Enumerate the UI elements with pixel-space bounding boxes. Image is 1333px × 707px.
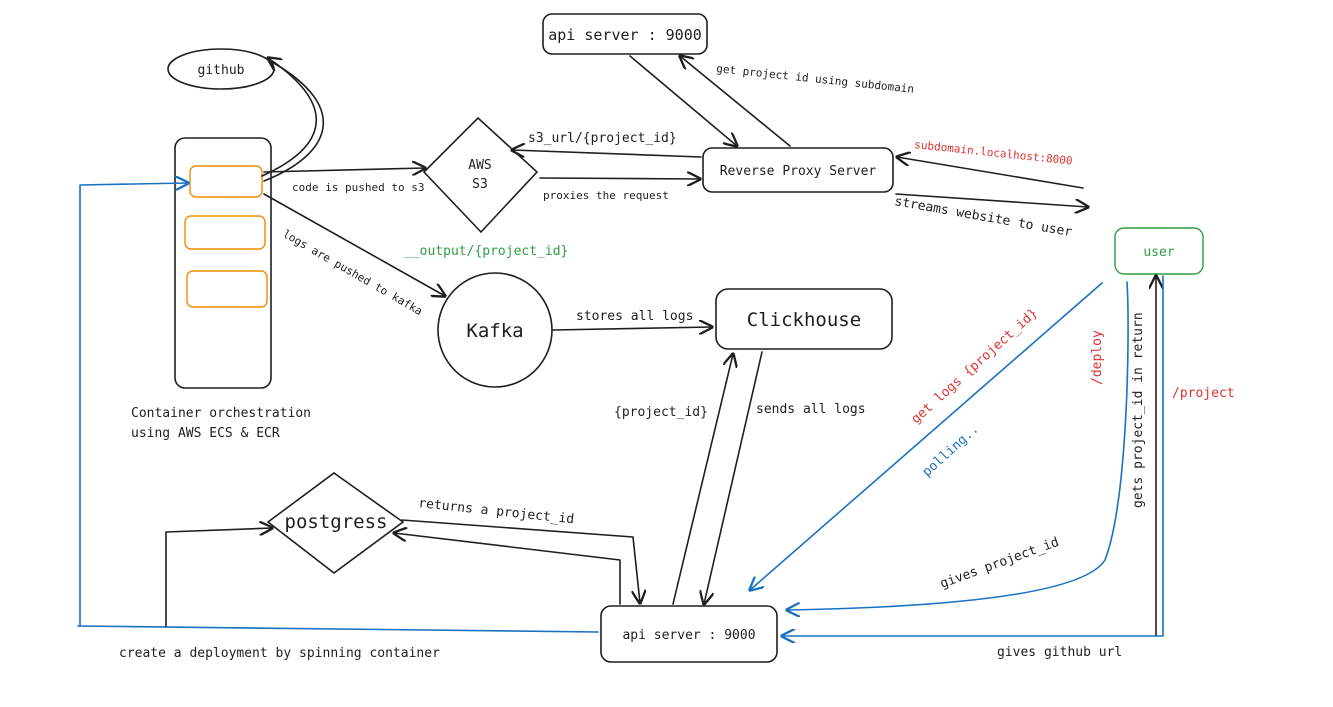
container-caption-line1: Container orchestration	[131, 406, 311, 421]
edge-deployment-up-to-container	[79, 183, 188, 627]
edge-postgress-to-api	[401, 519, 640, 603]
reverse-proxy-label: Reverse Proxy Server	[720, 164, 877, 179]
edge-user-polling-logs	[750, 282, 1103, 590]
edge-proxy-to-s3	[512, 150, 702, 158]
kafka-node: Kafka	[437, 272, 553, 388]
api-server-bottom-label: api server : 9000	[622, 628, 755, 643]
github-node: github	[167, 48, 275, 90]
edge-label-project: /project	[1172, 386, 1235, 401]
container-orchestration-node	[174, 137, 272, 389]
edge-proxy-to-api-top	[680, 56, 791, 147]
edge-label-deploy: /deploy	[1090, 330, 1105, 385]
edge-api-gives-project-id	[787, 281, 1129, 610]
clickhouse-node: Clickhouse	[715, 288, 893, 350]
postgress-node: postgress	[266, 472, 405, 575]
api-server-top-node: api server : 9000	[542, 13, 708, 55]
edge-user-to-api-github-url	[782, 275, 1164, 636]
aws-s3-label-line2: S3	[472, 177, 488, 192]
github-label: github	[198, 63, 245, 78]
aws-s3-label-line1: AWS	[468, 158, 491, 173]
edge-clickhouse-to-api	[704, 351, 763, 604]
edge-api-to-postgress	[394, 533, 621, 605]
edge-s3-to-proxy	[539, 178, 700, 179]
edge-kafka-to-clickhouse	[552, 327, 712, 330]
edge-label-output-path: __output/{project_id}	[404, 244, 568, 259]
edge-proxy-to-user	[895, 193, 1088, 207]
edge-label-streams-website: streams website to user	[893, 194, 1073, 240]
edge-label-get-logs: get logs {project_id}	[909, 306, 1041, 427]
edge-container-github	[261, 58, 317, 177]
edge-api-create-deployment	[77, 625, 599, 633]
reverse-proxy-node: Reverse Proxy Server	[702, 147, 894, 193]
edge-container-s3	[263, 168, 425, 172]
edge-api-top-to-proxy	[629, 55, 737, 146]
api-server-bottom-node: api server : 9000	[600, 605, 778, 663]
edge-label-get-project-id: get project id using subdomain	[716, 62, 915, 96]
user-label: user	[1143, 245, 1174, 260]
edge-deployment-to-postgress	[165, 528, 272, 627]
container-slot-2	[184, 215, 266, 250]
edge-label-sends-logs: sends all logs	[756, 402, 866, 417]
api-server-top-label: api server : 9000	[548, 26, 702, 44]
edge-label-project-id-up: {project_id}	[614, 405, 708, 420]
edge-label-gets-project-id: gets project_id in return	[1131, 312, 1146, 508]
aws-s3-node: AWS S3	[422, 116, 539, 234]
edge-container-kafka	[263, 193, 445, 296]
edge-user-to-proxy	[897, 157, 1084, 189]
container-caption-line2: using AWS ECS & ECR	[131, 426, 280, 441]
kafka-label: Kafka	[466, 320, 523, 342]
user-node: user	[1114, 227, 1204, 275]
edge-label-create-deployment: create a deployment by spinning containe…	[119, 646, 440, 661]
edge-label-polling: polling..	[920, 422, 982, 480]
edge-label-gives-github-url: gives github url	[997, 645, 1122, 660]
edge-label-gives-project-id: gives project_id	[938, 535, 1061, 592]
edge-label-proxies-request: proxies the request	[543, 189, 669, 202]
edge-label-code-pushed: code is pushed to s3	[292, 181, 424, 194]
edge-label-s3-url: s3_url/{project_id}	[528, 131, 677, 146]
clickhouse-label: Clickhouse	[747, 309, 861, 331]
postgress-label: postgress	[285, 511, 388, 533]
edge-container-github-2	[263, 61, 325, 182]
edge-label-stores-logs: stores all logs	[576, 309, 693, 324]
edge-api-to-clickhouse	[672, 354, 733, 605]
container-slot-3	[186, 270, 268, 308]
container-slot-1	[189, 165, 263, 198]
